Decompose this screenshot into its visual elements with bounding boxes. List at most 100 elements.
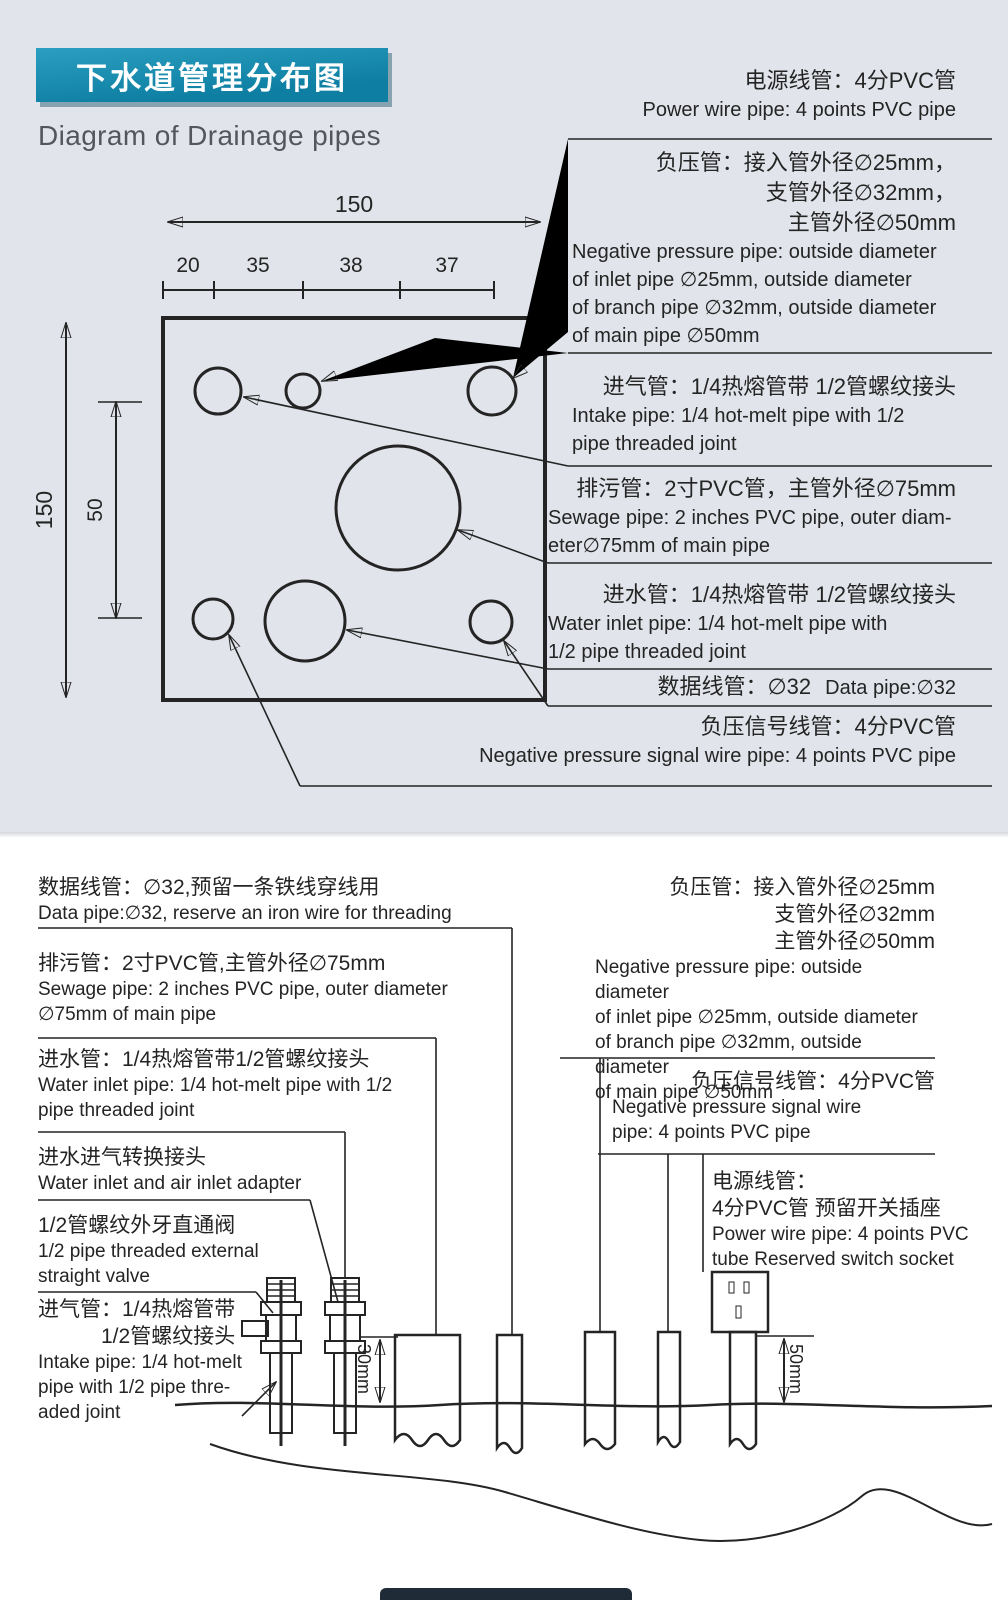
label-data-en: Data pipe:∅32 <box>825 677 956 699</box>
page-subtitle-en: Diagram of Drainage pipes <box>38 120 382 151</box>
pipe-signal-wire <box>656 1330 682 1449</box>
ground-line <box>174 1401 993 1409</box>
dim-30mm-value: 30mm <box>354 1344 374 1394</box>
elev-intake-en: Intake pipe: 1/4 hot-melt pipe with 1/2 … <box>38 1352 242 1423</box>
dim-50mm-value: 50mm <box>786 1344 806 1394</box>
plan-square <box>161 316 547 702</box>
label-power-wire-pipe: 电源线管：4分PVC管 Power wire pipe: 4 points PV… <box>560 66 957 124</box>
elev-label-signal-wire: 负压信号线管：4分PVC管 Negative pressure signal w… <box>612 1068 935 1145</box>
ground-torn-edge <box>209 1443 993 1542</box>
valve-center-lines <box>279 1280 347 1446</box>
leader-negative <box>322 338 568 381</box>
leader-data <box>504 641 549 707</box>
elevation-leader-lines <box>38 927 935 1417</box>
elev-sewage-en: Sewage pipe: 2 inches PVC pipe, outer di… <box>38 979 448 1025</box>
elev-negative-zh: 负压管：接入管外径∅25mm 支管外径∅32mm 主管外径∅50mm <box>669 876 935 953</box>
footer-bar <box>380 1588 632 1600</box>
socket-outline <box>710 1270 770 1334</box>
label-data-zh: 数据线管：∅32 <box>657 674 812 699</box>
leader-sewage <box>458 530 549 564</box>
elev-power-en: Power wire pipe: 4 points PVC tube Reser… <box>712 1224 969 1270</box>
label-negative-en: Negative pressure pipe: outside diameter… <box>572 241 937 347</box>
elev-label-adapter: 进水进气转换接头 Water inlet and air inlet adapt… <box>38 1144 358 1196</box>
circle-sewage-pipe <box>334 444 462 572</box>
elev-power-zh: 电源线管： 4分PVC管 预留开关插座 <box>712 1170 941 1220</box>
dim-width-value: 150 <box>335 191 373 217</box>
elevation-dimensions: 30mm 50mm <box>354 1335 814 1402</box>
label-negative-pressure-pipe: 负压管：接入管外径∅25mm， 支管外径∅32mm， 主管外径∅50mm Neg… <box>572 148 956 350</box>
label-signal-zh: 负压信号线管：4分PVC管 <box>700 714 956 739</box>
label-sewage-zh: 排污管：2寸PVC管，主管外径∅75mm <box>576 476 956 501</box>
circle-signal-wire-pipe <box>191 597 235 641</box>
plan-diagram: 150 20 35 38 37 150 50 <box>31 138 992 787</box>
dim-seg-20: 20 <box>176 254 199 277</box>
elev-water-zh: 进水管：1/4热熔管带1/2管螺纹接头 <box>38 1048 370 1071</box>
pipe-sewage <box>393 1333 462 1448</box>
circle-power-wire-pipe <box>466 365 518 417</box>
page-title-zh: 下水道管理分布图 <box>76 60 348 96</box>
elev-water-en: Water inlet pipe: 1/4 hot-melt pipe with… <box>38 1075 393 1121</box>
elev-label-negative-pressure: 负压管：接入管外径∅25mm 支管外径∅32mm 主管外径∅50mm Negat… <box>595 874 935 1105</box>
elev-label-power-wire: 电源线管： 4分PVC管 预留开关插座 Power wire pipe: 4 p… <box>712 1168 992 1272</box>
leader-water <box>347 630 549 670</box>
elev-label-data-pipe: 数据线管：∅32,预留一条铁线穿线用 Data pipe:∅32, reserv… <box>38 874 538 926</box>
title-badge: 下水道管理分布图 <box>36 48 388 102</box>
switch-socket-box <box>710 1270 770 1334</box>
label-negative-zh: 负压管：接入管外径∅25mm， 支管外径∅32mm， 主管外径∅50mm <box>655 150 956 235</box>
elev-data-en: Data pipe:∅32, reserve an iron wire for … <box>38 903 452 924</box>
plan-dimensions: 150 20 35 38 37 150 50 <box>31 191 540 697</box>
socket-slot <box>728 1281 735 1294</box>
elev-label-sewage-pipe: 排污管：2寸PVC管,主管外径∅75mm Sewage pipe: 2 inch… <box>38 950 468 1027</box>
label-sewage-pipe: 排污管：2寸PVC管，主管外径∅75mm Sewage pipe: 2 inch… <box>548 474 956 560</box>
label-power-zh: 电源线管：4分PVC管 <box>744 68 956 93</box>
label-water-en: Water inlet pipe: 1/4 hot-melt pipe with… <box>548 613 888 663</box>
circle-intake-pipe <box>193 366 243 416</box>
label-intake-zh: 进气管：1/4热熔管带 1/2管螺纹接头 <box>602 374 956 399</box>
pipes-group <box>393 1330 758 1455</box>
pipe-data <box>495 1333 524 1455</box>
plan-square-group <box>161 316 547 702</box>
elev-intake-zh: 进气管：1/4热熔管带 1/2管螺纹接头 <box>38 1298 236 1348</box>
label-signal-wire-pipe: 负压信号线管：4分PVC管 Negative pressure signal w… <box>380 712 956 770</box>
leader-adapter-drop <box>309 1199 339 1303</box>
leader-signal <box>229 635 301 787</box>
ground-section <box>174 1401 993 1542</box>
circle-data-pipe <box>468 599 514 645</box>
elev-signal-en: Negative pressure signal wire pipe: 4 po… <box>612 1097 862 1143</box>
elev-label-water-inlet-pipe: 进水管：1/4热熔管带1/2管螺纹接头 Water inlet pipe: 1/… <box>38 1046 458 1123</box>
label-intake-en: Intake pipe: 1/4 hot-melt pipe with 1/2 … <box>572 405 905 455</box>
elev-valve-en: 1/2 pipe threaded external straight valv… <box>38 1241 259 1287</box>
elev-label-straight-valve: 1/2管螺纹外牙直通阀 1/2 pipe threaded external s… <box>38 1212 288 1289</box>
label-sewage-en: Sewage pipe: 2 inches PVC pipe, outer di… <box>548 507 952 557</box>
elev-adapter-zh: 进水进气转换接头 <box>38 1146 206 1169</box>
valve-intake-spout <box>241 1320 269 1337</box>
label-water-zh: 进水管：1/4热熔管带 1/2管螺纹接头 <box>602 582 956 607</box>
label-power-en: Power wire pipe: 4 points PVC pipe <box>642 99 957 121</box>
elevation-diagram: 30mm 50mm <box>38 927 993 1542</box>
elev-data-zh: 数据线管：∅32,预留一条铁线穿线用 <box>38 876 380 899</box>
label-water-inlet-pipe: 进水管：1/4热熔管带 1/2管螺纹接头 Water inlet pipe: 1… <box>548 580 956 666</box>
circle-negative-pressure-pipe <box>284 372 322 410</box>
leader-intake <box>244 397 569 467</box>
pipe-negative-pressure <box>583 1330 617 1451</box>
socket-slot <box>735 1305 742 1319</box>
dim-seg-38: 38 <box>339 254 362 277</box>
elev-sewage-zh: 排污管：2寸PVC管,主管外径∅75mm <box>38 952 386 975</box>
dim-height-value: 150 <box>31 491 57 529</box>
elev-valve-zh: 1/2管螺纹外牙直通阀 <box>38 1214 236 1237</box>
dim-seg-35: 35 <box>246 254 269 277</box>
dim-inner-value: 50 <box>84 498 107 521</box>
label-data-pipe: 数据线管：∅32 Data pipe:∅32 <box>548 672 956 702</box>
circle-water-inlet-pipe <box>263 579 347 663</box>
elev-negative-en: Negative pressure pipe: outside diameter… <box>595 957 918 1103</box>
label-intake-pipe: 进气管：1/4热熔管带 1/2管螺纹接头 Intake pipe: 1/4 ho… <box>572 372 956 458</box>
plan-leader-lines <box>229 139 569 787</box>
leader-power <box>513 139 568 378</box>
dim-seg-37: 37 <box>435 254 458 277</box>
elev-label-intake-pipe: 进气管：1/4热熔管带 1/2管螺纹接头 Intake pipe: 1/4 ho… <box>38 1296 268 1425</box>
plan-label-rules <box>300 138 992 787</box>
elev-adapter-en: Water inlet and air inlet adapter <box>38 1173 302 1194</box>
elev-signal-zh: 负压信号线管：4分PVC管 <box>691 1070 935 1093</box>
label-signal-en: Negative pressure signal wire pipe: 4 po… <box>479 745 956 767</box>
